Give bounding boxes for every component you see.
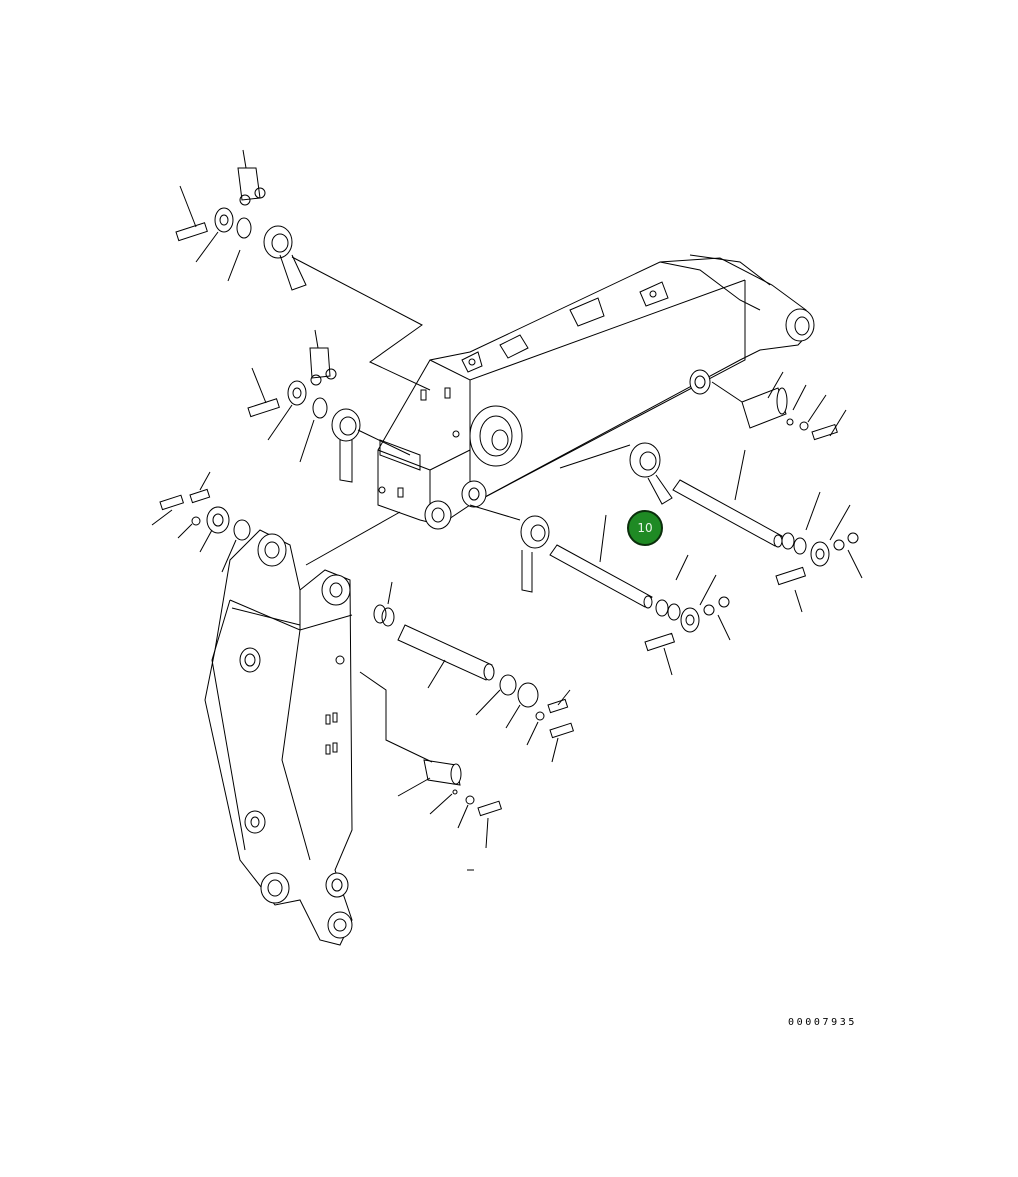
leader-lines xyxy=(152,150,862,870)
boom-assembly xyxy=(378,255,814,529)
arm-assembly xyxy=(205,530,352,945)
callout-label: 10 xyxy=(637,521,653,535)
exploded-hardware xyxy=(160,188,858,816)
callout-10-numbered-circle-icon[interactable]: 10 xyxy=(627,510,663,546)
drawing-number: 00007935 xyxy=(788,1017,857,1028)
